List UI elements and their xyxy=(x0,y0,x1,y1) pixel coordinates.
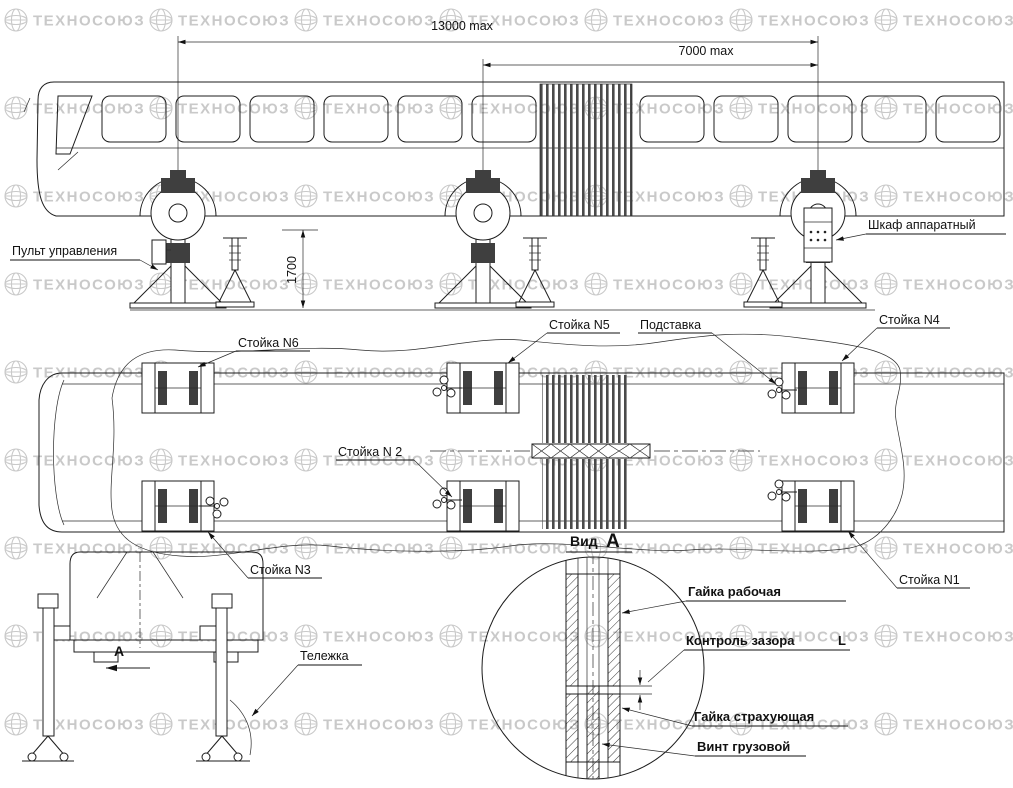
articulation-bellows-plan xyxy=(542,459,630,529)
stand-n5-label: Стойка N5 xyxy=(549,318,610,332)
view-a-arrow-label: A xyxy=(114,643,124,659)
stand-n2-label: Стойка N 2 xyxy=(338,445,402,459)
front-view: A Тележка xyxy=(22,551,362,762)
detail-title-letter: А xyxy=(606,531,620,552)
wheel-stand xyxy=(781,362,855,414)
gap-symbol-label: L xyxy=(838,633,846,648)
articulation-bellows xyxy=(540,84,632,216)
dim-1700-label: 1700 xyxy=(285,256,299,284)
screw-assembly-section xyxy=(565,557,621,779)
dim-13000-label: 13000 max xyxy=(431,19,494,33)
equipment-cabinet xyxy=(803,207,833,263)
wheel-stand xyxy=(141,362,215,414)
front-lift-column-right xyxy=(196,593,252,762)
dim-7000-label: 7000 max xyxy=(679,44,735,58)
detail-view-a: Вид А xyxy=(481,531,850,780)
stand-n1-label: Стойка N1 xyxy=(899,573,960,587)
articulation-bellows-plan xyxy=(542,375,630,443)
work-zone-contour xyxy=(110,333,905,557)
gap-control-label: Контроль зазора xyxy=(686,633,795,648)
podstavka-label: Подставка xyxy=(640,318,701,332)
stand-n6-label: Стойка N6 xyxy=(238,336,299,350)
cabinet-label: Шкаф аппаратный xyxy=(868,218,976,232)
front-lift-column-left xyxy=(22,593,74,762)
safety-nut-label: Гайка страхующая xyxy=(694,709,814,724)
plan-view: Стойка N6 Стойка N5 Подставка Стойка N4 … xyxy=(38,313,1005,589)
stand-n4-label: Стойка N4 xyxy=(879,313,940,327)
working-nut-label: Гайка рабочая xyxy=(688,584,781,599)
side-elevation-view: 13000 max 7000 max xyxy=(10,19,1006,311)
detail-title-word: Вид xyxy=(570,533,598,549)
stand-n3-label: Стойка N3 xyxy=(250,563,311,577)
trolley-label: Тележка xyxy=(300,649,349,663)
wheel-stand xyxy=(781,480,855,532)
wheel-stand xyxy=(446,480,520,532)
control-panel-label: Пульт управления xyxy=(12,244,117,258)
control-panel-box xyxy=(151,239,171,265)
load-screw-label: Винт грузовой xyxy=(697,739,790,754)
